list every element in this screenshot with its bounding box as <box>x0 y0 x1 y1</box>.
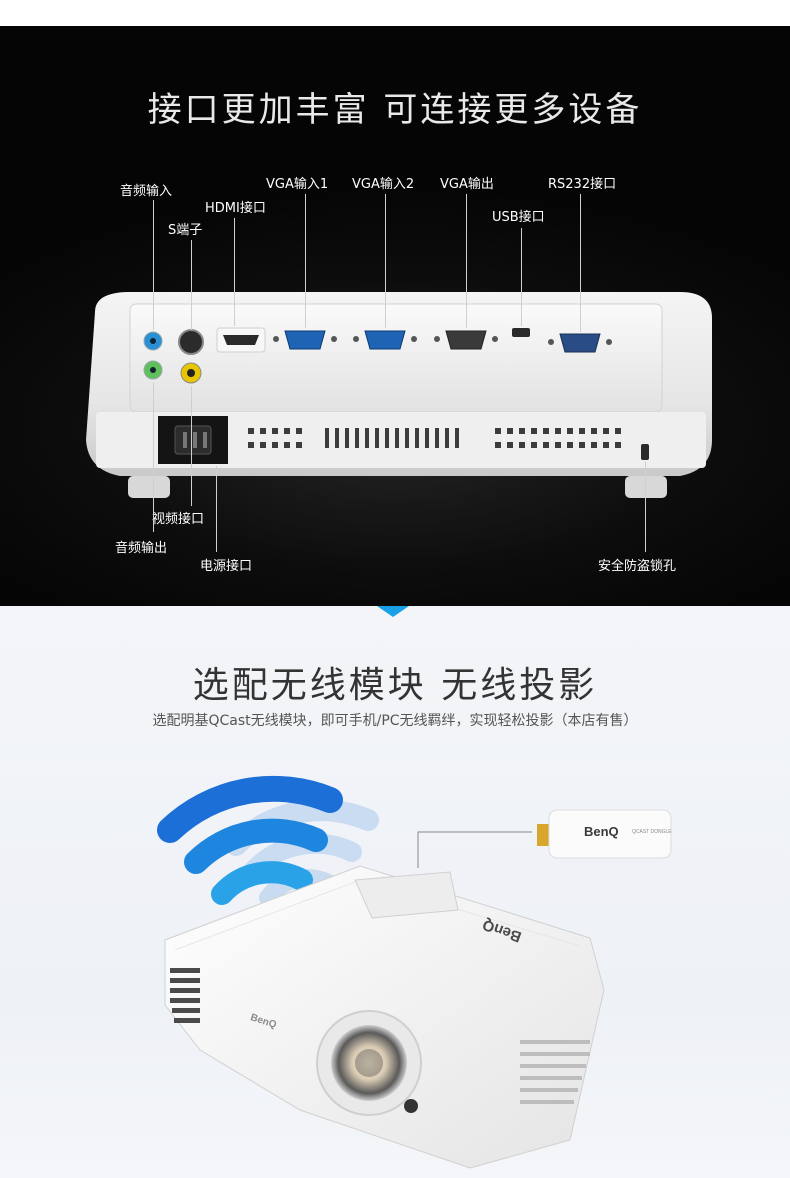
label-vga-in-1: VGA输入1 <box>266 177 329 192</box>
wifi-icon <box>157 775 379 907</box>
label-audio-out: 音频输出 <box>115 541 168 556</box>
callout-vga-in-2 <box>385 194 386 328</box>
projector-front <box>164 865 605 1169</box>
label-rs232: RS232接口 <box>548 177 617 192</box>
label-vga-in-2: VGA输入2 <box>352 177 415 192</box>
callout-video <box>191 386 192 506</box>
label-video: 视频接口 <box>152 512 205 527</box>
label-s-video: S端子 <box>168 223 203 238</box>
section-divider-arrow <box>377 606 409 617</box>
callout-vga-in-1 <box>305 194 306 328</box>
ports-section-title: 接口更加丰富 可连接更多设备 <box>147 90 643 130</box>
callout-lock <box>645 462 646 552</box>
wireless-section-subtitle: 选配明基QCast无线模块，即可手机/PC无线羁绊，实现轻松投影（本店有售） <box>152 713 638 729</box>
callout-audio-in <box>153 200 154 330</box>
label-hdmi: HDMI接口 <box>205 201 266 216</box>
wireless-section-title: 选配无线模块 无线投影 <box>192 665 598 706</box>
dongle-model: QCAST DONGLE <box>632 829 672 835</box>
callout-audio-out <box>153 382 154 532</box>
label-usb: USB接口 <box>492 210 545 225</box>
dongle-brand: BenQ <box>584 824 619 839</box>
label-vga-out: VGA输出 <box>440 177 494 192</box>
callout-vga-out <box>466 194 467 328</box>
callout-usb <box>521 228 522 326</box>
callout-power <box>216 466 217 552</box>
top-margin <box>0 0 790 26</box>
callout-rs232 <box>580 194 581 332</box>
qcast-dongle <box>537 809 672 859</box>
callout-s-video <box>191 240 192 330</box>
label-power: 电源接口 <box>200 559 253 574</box>
label-lock: 安全防盗锁孔 <box>598 559 677 574</box>
callout-hdmi <box>234 218 235 326</box>
label-audio-in: 音频输入 <box>120 184 173 199</box>
